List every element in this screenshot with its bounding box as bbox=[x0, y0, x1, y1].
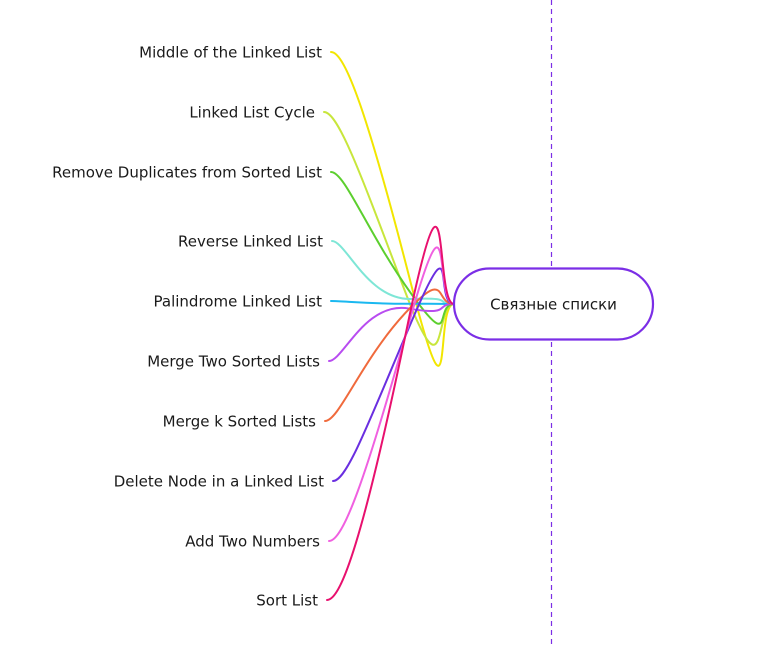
branch-topic-label[interactable]: Merge k Sorted Lists bbox=[163, 413, 317, 431]
central-topic-label: Связные списки bbox=[490, 296, 617, 314]
branch-topic-label[interactable]: Palindrome Linked List bbox=[154, 293, 323, 311]
branch-connector bbox=[328, 303, 455, 362]
branch-topic-label[interactable]: Sort List bbox=[256, 592, 318, 610]
branch-connector bbox=[326, 225, 455, 601]
branch-connector bbox=[331, 240, 455, 305]
branch-connector bbox=[330, 171, 455, 325]
branch-topic-label[interactable]: Reverse Linked List bbox=[178, 233, 323, 251]
branch-topic-label[interactable]: Merge Two Sorted Lists bbox=[147, 353, 320, 371]
branch-topic-label[interactable]: Delete Node in a Linked List bbox=[114, 473, 324, 491]
central-topic-shape[interactable] bbox=[452, 267, 655, 341]
central-topic-node[interactable]: Связные списки bbox=[452, 267, 655, 341]
branch-topic-label[interactable]: Linked List Cycle bbox=[189, 104, 315, 122]
branch-connector bbox=[330, 51, 455, 367]
branch-topic-label[interactable]: Add Two Numbers bbox=[185, 533, 320, 551]
branch-connector bbox=[324, 288, 455, 422]
branch-topic-label[interactable]: Middle of the Linked List bbox=[139, 44, 322, 62]
branch-connector bbox=[323, 111, 455, 346]
branch-topic-label[interactable]: Remove Duplicates from Sorted List bbox=[52, 164, 322, 182]
branch-connector bbox=[330, 300, 455, 305]
